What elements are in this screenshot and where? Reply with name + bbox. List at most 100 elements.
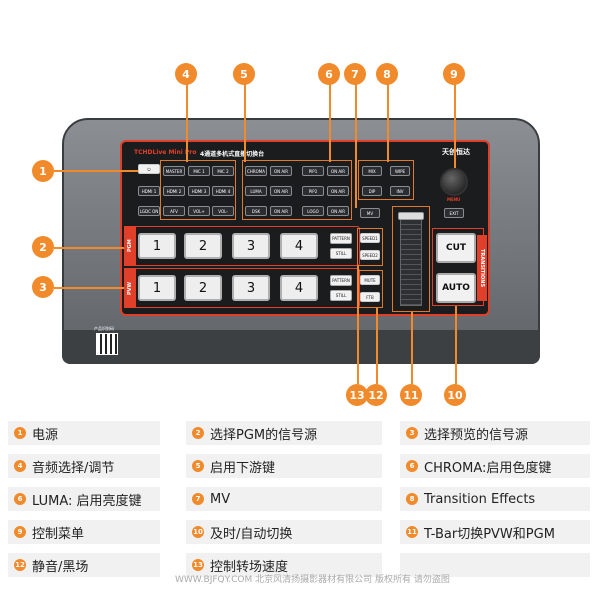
mute-button[interactable]: MUTE	[360, 275, 380, 285]
brand-subtitle: 4通道多机式直播切换台	[200, 151, 265, 158]
wipe-button[interactable]: WIPE	[390, 166, 410, 176]
pgm-still-button[interactable]: STILL	[330, 248, 352, 259]
pvw-pattern-button[interactable]: PATTERN	[330, 275, 352, 286]
pvw-source-2[interactable]: 2	[184, 275, 222, 301]
tbar-group	[392, 206, 430, 312]
pgm-source-3[interactable]: 3	[232, 233, 270, 259]
logo-onair-button[interactable]: ON AIR	[327, 206, 349, 216]
dip-button[interactable]: DIP	[362, 186, 382, 196]
pgm-pattern-button[interactable]: PATTERN	[330, 233, 352, 244]
pvw-source-1[interactable]: 1	[138, 275, 176, 301]
pvw-source-4[interactable]: 4	[280, 275, 318, 301]
audio-mic2-button[interactable]: MIC 2	[212, 166, 234, 176]
callout-6: 6	[318, 63, 340, 85]
audio-hdmi2-button[interactable]: HDMI 2	[163, 186, 185, 196]
callout-line-6	[329, 84, 331, 162]
luma-onair-button[interactable]: ON AIR	[270, 186, 292, 196]
callout-line-13	[357, 266, 359, 384]
effects-group	[358, 160, 414, 200]
dsk-onair-button[interactable]: ON AIR	[270, 206, 292, 216]
callout-line-3	[54, 287, 124, 289]
audio-mic1-button[interactable]: MIC 1	[188, 166, 210, 176]
pvw-still-button[interactable]: STILL	[330, 290, 352, 301]
audio-hdmi4-button[interactable]: HDMI 4	[212, 186, 234, 196]
pip2-onair-button[interactable]: ON AIR	[327, 186, 349, 196]
callout-13: 13	[346, 384, 368, 406]
callout-10: 10	[444, 384, 466, 406]
ftb-button[interactable]: FTB	[360, 292, 380, 302]
pvw-source-3[interactable]: 3	[232, 275, 270, 301]
callout-7: 7	[344, 63, 366, 85]
callout-line-1	[54, 170, 138, 172]
menu-label: MENU	[447, 197, 461, 202]
audio-hdmi1-button[interactable]: HDMI 1	[138, 186, 160, 196]
pip1-onair-button[interactable]: ON AIR	[327, 166, 349, 176]
speed1-button[interactable]: SPEED1	[360, 233, 380, 243]
pgm-source-4[interactable]: 4	[280, 233, 318, 259]
pip2-button[interactable]: PIP2	[302, 186, 324, 196]
callout-line-8	[387, 84, 389, 162]
tbar-track	[400, 214, 422, 306]
speed-group	[357, 228, 383, 266]
audio-master-button[interactable]: MASTER	[163, 166, 185, 176]
menu-joystick[interactable]	[440, 168, 468, 196]
callout-1: 1	[32, 160, 54, 182]
power-button[interactable]: ⏻	[138, 164, 160, 174]
callout-line-2	[54, 247, 124, 249]
callout-2: 2	[32, 236, 54, 258]
transitions-label: TRANSITIONS	[477, 235, 487, 301]
callout-line-12	[376, 308, 378, 384]
callout-line-4	[186, 84, 188, 162]
luma-button[interactable]: LUMA	[245, 186, 267, 196]
inv-button[interactable]: INV	[390, 186, 410, 196]
callout-9: 9	[443, 63, 465, 85]
callout-line-10	[455, 306, 457, 384]
audio-hdmi3-button[interactable]: HDMI 3	[188, 186, 210, 196]
mv-button[interactable]: MV	[360, 208, 380, 218]
audio-afv-button[interactable]: AFV	[163, 206, 185, 216]
callout-line-11	[411, 312, 413, 384]
volume-up-button[interactable]: VOL+	[188, 206, 210, 216]
pvw-label: PVW	[124, 268, 136, 308]
chroma-onair-button[interactable]: ON AIR	[270, 166, 292, 176]
dsk-button[interactable]: DSK	[245, 206, 267, 216]
callout-5: 5	[233, 63, 255, 85]
legend-item-empty	[400, 553, 590, 577]
volume-down-button[interactable]: VOL-	[212, 206, 234, 216]
tbar-handle[interactable]	[398, 212, 424, 220]
callout-line-9	[454, 84, 456, 168]
pip1-button[interactable]: PIP1	[302, 166, 324, 176]
pgm-source-1[interactable]: 1	[138, 233, 176, 259]
exit-button[interactable]: EXIT	[444, 208, 464, 218]
callout-3: 3	[32, 276, 54, 298]
speed2-button[interactable]: SPEED2	[360, 250, 380, 260]
brand-name: TCHDLive Mini Pro	[134, 149, 197, 156]
qr-code	[96, 333, 118, 355]
audio-group	[160, 160, 236, 220]
cut-button[interactable]: CUT	[436, 233, 476, 263]
audio-lgdc-button[interactable]: LGDC ON	[138, 206, 160, 216]
pgm-source-2[interactable]: 2	[184, 233, 222, 259]
mix-button[interactable]: MIX	[362, 166, 382, 176]
logo: 天创恒达	[442, 148, 470, 156]
chroma-button[interactable]: CHROMA	[245, 166, 267, 176]
auto-button[interactable]: AUTO	[436, 273, 476, 303]
key-group	[242, 160, 352, 220]
callout-line-5	[244, 84, 246, 162]
callout-line-7	[355, 84, 357, 208]
logo-button[interactable]: LOGO	[302, 206, 324, 216]
pgm-label: PGM	[124, 226, 136, 266]
qr-caption: 产品识别码	[94, 326, 114, 331]
callout-8: 8	[376, 63, 398, 85]
